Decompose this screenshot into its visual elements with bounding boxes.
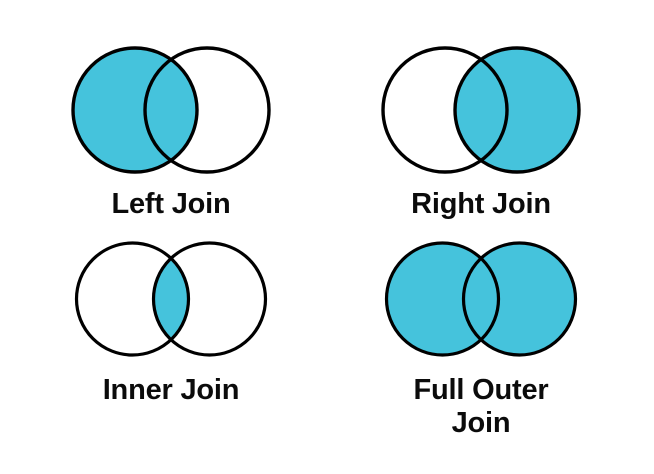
venn-outline-right-full-outer-join [461,241,578,357]
venn-outline-left-left-join [71,46,199,174]
venn-panel-full-outer-join[interactable]: Full Outer Join [322,237,640,440]
venn-panel-inner-join[interactable]: Inner Join [12,237,330,407]
venn-intersection-left-join [145,48,197,172]
venn-outline-right-inner-join [151,241,268,357]
venn-outline-right-left-join [143,46,271,174]
venn-figure-full-outer-join [384,241,578,357]
venn-figure-right-join [381,46,581,174]
venn-label-full-outer-join: Full Outer Join [413,374,549,440]
venn-outline-left-full-outer-join [384,241,501,357]
venn-label-right-join: Right Join [411,188,551,220]
venn-label-inner-join: Inner Join [102,374,240,406]
venn-label-left-join: Left Join [111,188,231,220]
venn-panel-right-join[interactable]: Right Join [322,40,640,221]
venn-intersection-right-join [455,48,507,172]
venn-figure-inner-join [74,241,268,357]
venn-outline-left-right-join [381,46,509,174]
venn-panel-left-join[interactable]: Left Join [12,40,330,221]
venn-figure-left-join [71,46,271,174]
venn-outline-right-right-join [453,46,581,174]
venn-outline-left-inner-join [74,241,191,357]
